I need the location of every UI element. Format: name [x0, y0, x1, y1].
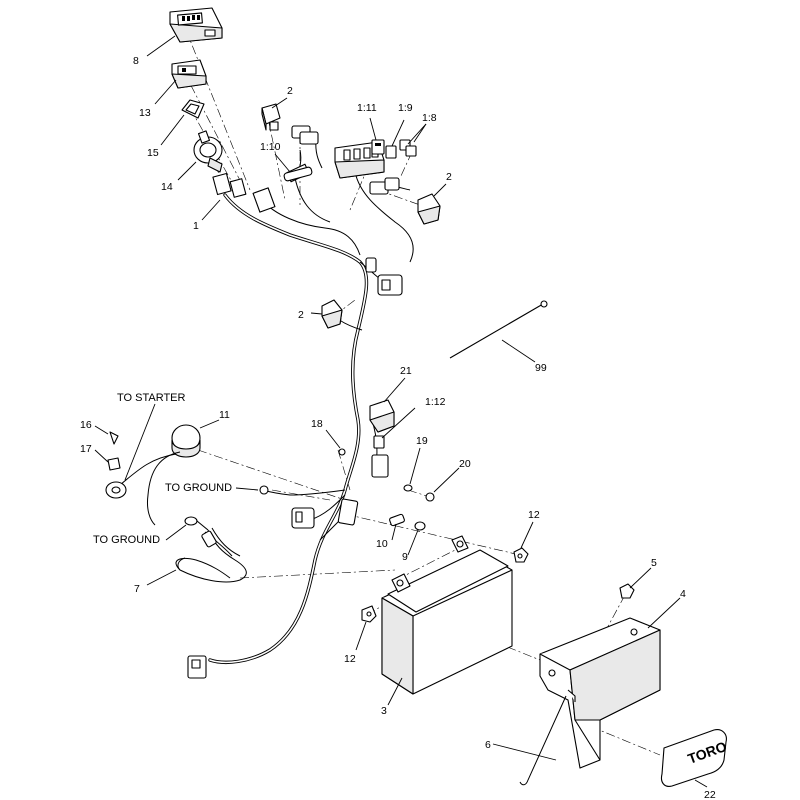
- nut-12b: [361, 605, 377, 623]
- callout-1-12: 1:12: [425, 396, 446, 408]
- wire-harness[interactable]: [208, 139, 414, 664]
- callout-14: 14: [161, 181, 173, 193]
- fuse-1-9: [385, 145, 397, 159]
- hour-meter: [169, 7, 223, 43]
- callout-3: 3: [381, 705, 387, 717]
- callout-8: 8: [133, 55, 139, 67]
- switch: [171, 59, 207, 89]
- callout-17: 17: [80, 443, 92, 455]
- callout-20: 20: [459, 458, 471, 470]
- nut-12a: [513, 547, 529, 563]
- washer-9: [414, 521, 426, 531]
- callout-9: 9: [402, 551, 408, 563]
- callout-7: 7: [134, 583, 140, 595]
- label-to-ground-1: TO GROUND: [165, 482, 232, 494]
- nut-20: [425, 492, 435, 502]
- callout-2-right: 2: [446, 171, 452, 183]
- harness-connectors: [187, 163, 403, 679]
- bezel: [181, 99, 205, 119]
- callout-6: 6: [485, 739, 491, 751]
- j-bolt: [519, 695, 567, 786]
- callout-1: 1: [193, 220, 199, 232]
- starter-terminal: [105, 431, 127, 499]
- battery: [381, 535, 513, 695]
- callout-12-top: 12: [528, 509, 540, 521]
- battery-bracket: [539, 617, 661, 769]
- callout-1-11: 1:11: [357, 102, 377, 114]
- callout-10: 10: [376, 538, 388, 550]
- relay-21: [369, 399, 395, 433]
- callout-15: 15: [147, 147, 159, 159]
- toro-decal: TORO: [660, 729, 729, 787]
- bolt-10: [389, 513, 405, 527]
- label-to-starter: TO STARTER: [117, 392, 186, 404]
- callout-2-top: 2: [287, 85, 293, 97]
- leader-lines: [94, 35, 708, 788]
- inline-fuse: [283, 166, 313, 182]
- callout-21: 21: [400, 365, 412, 377]
- connector-right: [369, 177, 400, 195]
- callout-99: 99: [535, 362, 547, 374]
- callout-19: 19: [416, 435, 428, 447]
- cable-tie: [449, 300, 548, 359]
- solenoid: [119, 424, 201, 526]
- fuse-1-11: [371, 139, 385, 155]
- text-labels: TO STARTER TO GROUND TO GROUND: [93, 392, 232, 546]
- callout-22: 22: [704, 789, 716, 800]
- callout-4: 4: [680, 588, 686, 600]
- connector-small: [291, 125, 319, 145]
- fuses-1-8: [399, 139, 417, 157]
- callout-16: 16: [80, 419, 92, 431]
- callout-18: 18: [311, 418, 323, 430]
- callout-numbers: 8 13 15 14 1 2 1:10 1:11 1:9 1:8 2 2 99 …: [80, 55, 716, 800]
- callout-12-bottom: 12: [344, 653, 356, 665]
- callout-1-8: 1:8: [422, 112, 437, 124]
- callout-11: 11: [219, 409, 230, 421]
- ground-cable: [175, 516, 247, 583]
- relay-right: [417, 193, 441, 225]
- relay-middle: [321, 299, 343, 329]
- key-switch: [193, 130, 223, 173]
- fuse-holder-1-12: [373, 435, 385, 449]
- callout-13: 13: [139, 107, 151, 119]
- callout-1-10: 1:10: [260, 141, 281, 153]
- screw-18: [338, 448, 346, 456]
- label-to-ground-2: TO GROUND: [93, 534, 160, 546]
- callout-5: 5: [651, 557, 657, 569]
- relay-top: [261, 103, 281, 131]
- callout-1-9: 1:9: [398, 102, 413, 114]
- callout-2-middle: 2: [298, 309, 304, 321]
- washer-19: [403, 484, 413, 492]
